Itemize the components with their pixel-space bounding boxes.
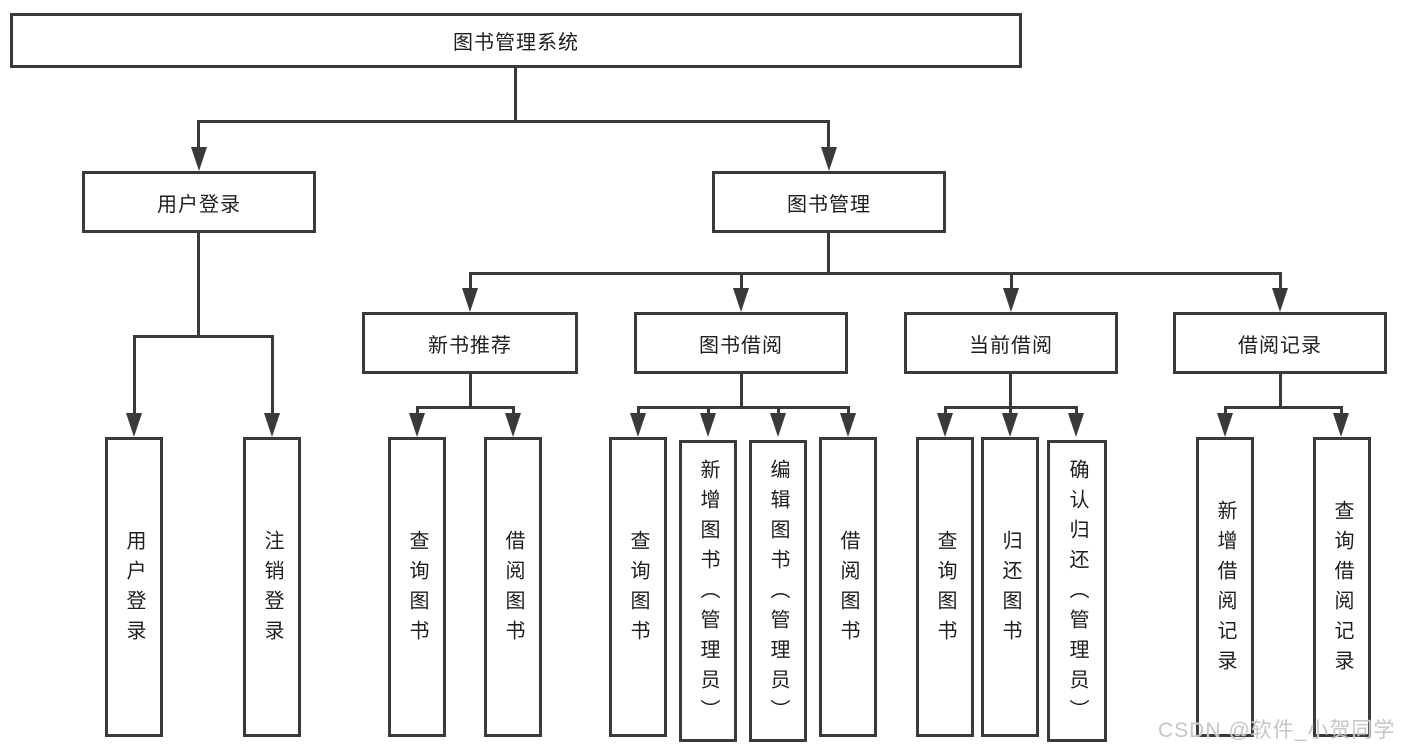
arrow-down-icon: [821, 147, 837, 171]
node-user-login-branch: 用户登录: [82, 171, 316, 233]
connector-stub: [1010, 272, 1013, 290]
connector-records-stem: [1279, 374, 1282, 406]
connector-stub: [1224, 406, 1227, 415]
connector-root-rail: [198, 120, 830, 123]
arrow-down-icon: [191, 147, 207, 171]
node-current-borrowing: 当前借阅: [904, 312, 1118, 374]
connector-stub: [637, 406, 640, 415]
connector-current-stem: [1009, 374, 1012, 406]
connector-stub: [469, 272, 472, 290]
connector-stub: [512, 406, 515, 415]
node-book-borrowing: 图书借阅: [634, 312, 848, 374]
connector-stub: [1009, 406, 1012, 415]
leaf-borrow-edit-books-admin: 编辑图书（管理员）: [749, 440, 807, 742]
arrow-down-icon: [126, 413, 142, 437]
connector-root-stem: [514, 68, 517, 120]
connector-book-mgmt-stem: [827, 233, 830, 272]
arrow-down-icon: [700, 413, 716, 437]
leaf-current-query-books: 查询图书: [916, 437, 974, 737]
arrow-down-icon: [937, 413, 953, 437]
arrow-down-icon: [733, 288, 749, 312]
arrow-down-icon: [409, 413, 425, 437]
connector-stub: [740, 272, 743, 290]
connector-book-mgmt-rail: [469, 272, 1282, 275]
arrow-down-icon: [840, 413, 856, 437]
connector-stub: [847, 406, 850, 415]
leaf-borrow-query-books: 查询图书: [609, 437, 667, 737]
connector-stub: [416, 406, 419, 415]
connector-stub: [944, 406, 947, 415]
node-book-management-branch: 图书管理: [712, 171, 946, 233]
connector-stub: [1075, 406, 1078, 415]
leaf-newbook-borrow-books: 借阅图书: [484, 437, 542, 737]
connector-borrow-stem: [740, 374, 743, 406]
arrow-down-icon: [1272, 288, 1288, 312]
connector-stub: [707, 406, 710, 415]
connector-stub: [1340, 406, 1343, 415]
leaf-current-confirm-return-admin: 确认归还（管理员）: [1047, 440, 1107, 742]
connector-newbook-stem: [469, 374, 472, 406]
leaf-current-return-books: 归还图书: [981, 437, 1039, 737]
watermark-csdn: CSDN @软件_小贺同学: [1158, 719, 1396, 742]
connector-stub: [777, 406, 780, 415]
connector-user-login-stem: [197, 233, 200, 335]
leaf-logout-login: 注销登录: [243, 437, 301, 737]
arrow-down-icon: [1002, 413, 1018, 437]
leaf-records-add-borrow-record: 新增借阅记录: [1196, 437, 1254, 737]
connector-stub: [197, 120, 200, 150]
node-new-book-recommendation: 新书推荐: [362, 312, 578, 374]
connector-stub: [1279, 272, 1282, 290]
leaf-borrow-borrow-books: 借阅图书: [819, 437, 877, 737]
connector-stub: [271, 335, 274, 415]
node-library-management-system: 图书管理系统: [10, 13, 1022, 68]
leaf-newbook-query-books: 查询图书: [388, 437, 446, 737]
connector-borrow-rail: [637, 406, 850, 409]
arrow-down-icon: [630, 413, 646, 437]
leaf-records-query-borrow-record: 查询借阅记录: [1313, 437, 1371, 737]
arrow-down-icon: [770, 413, 786, 437]
connector-stub: [827, 120, 830, 150]
connector-user-login-rail: [133, 335, 274, 338]
arrow-down-icon: [264, 413, 280, 437]
arrow-down-icon: [1333, 413, 1349, 437]
arrow-down-icon: [505, 413, 521, 437]
connector-newbook-rail: [416, 406, 515, 409]
node-borrowing-records: 借阅记录: [1173, 312, 1387, 374]
connector-stub: [133, 335, 136, 415]
arrow-down-icon: [1217, 413, 1233, 437]
arrow-down-icon: [462, 288, 478, 312]
connector-records-rail: [1224, 406, 1342, 409]
arrow-down-icon: [1003, 288, 1019, 312]
leaf-user-login: 用户登录: [105, 437, 163, 737]
arrow-down-icon: [1068, 413, 1084, 437]
leaf-borrow-add-books-admin: 新增图书（管理员）: [679, 440, 737, 742]
